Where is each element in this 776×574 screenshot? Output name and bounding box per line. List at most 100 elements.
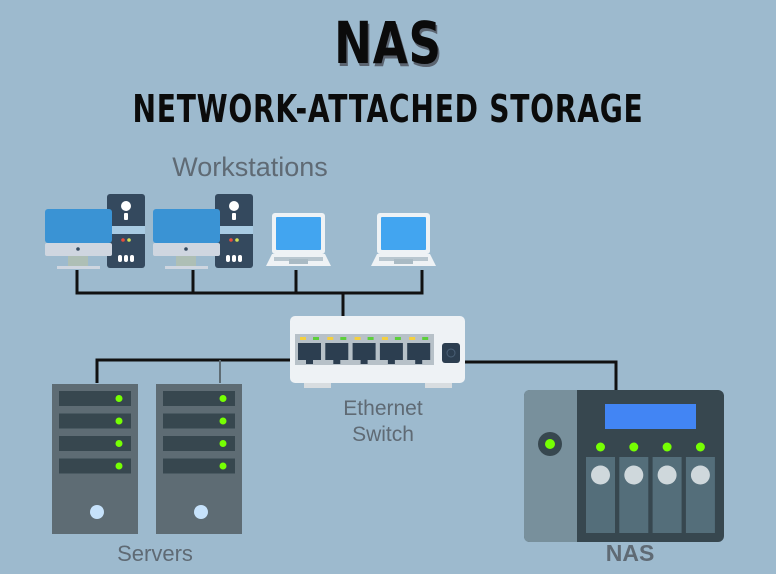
monitor-base [57,266,100,269]
tower-slot [124,213,128,220]
port-socket [325,343,349,364]
server-2[interactable] [156,384,242,534]
nas-drive-bay[interactable] [619,442,649,534]
port-led-green [340,337,347,340]
server-drive-slot [59,436,131,451]
laptop-screen [276,217,321,250]
nas-bay-handle [624,465,644,485]
page-subtitle: Network-Attached Storage [132,87,644,131]
trackpad [289,259,308,264]
nas-bay-led [695,442,705,452]
nas-bay-led [662,442,672,452]
server-drive-slot [163,436,235,451]
nas-drive-bay[interactable] [685,442,715,534]
server-led [115,462,123,470]
ethernet-switch[interactable] [290,316,465,388]
port-led-yellow [300,337,306,340]
nas-display [605,404,696,429]
port-led-green [313,337,319,340]
desktop-workstation-2[interactable] [153,194,253,269]
server-power-button[interactable] [194,505,208,519]
laptop-workstation-2[interactable] [371,213,436,266]
server-drive-slot [163,413,235,429]
monitor-screen [45,209,112,243]
nas-device[interactable] [524,390,724,542]
server-led [219,417,227,425]
vent [124,255,128,262]
monitor-dot [184,247,188,251]
ethernet-port[interactable] [379,337,403,364]
led-yellow [235,238,239,242]
port-socket [379,343,403,364]
server-led [219,395,227,402]
cable-switch-to-nas [464,360,618,390]
ethernet-port[interactable] [325,337,349,364]
monitor-stand [68,256,88,266]
tower-band [215,226,253,234]
ethernet-port[interactable] [298,337,321,364]
led-yellow [127,238,131,242]
server-power-button[interactable] [90,505,104,519]
server-led [115,417,123,425]
nas-bay-handle [591,465,610,485]
led-red [229,238,233,242]
nas-bay-handle [690,465,710,485]
server-drive-slot [59,391,131,406]
workstations-label: Workstations [172,152,328,182]
nas-drive-bay[interactable] [586,442,615,534]
cable-workstation-bus [75,270,424,295]
laptop-workstation-1[interactable] [266,213,331,266]
nas-label: NAS [605,540,655,566]
port-led-yellow [327,337,334,340]
port-led-yellow [381,337,388,340]
server-1[interactable] [52,384,138,534]
trackpad [394,259,413,264]
tower-button [229,201,239,211]
server-led [219,462,227,470]
vent [232,255,236,262]
nas-side-panel [524,390,577,542]
cable-switch-to-servers [95,358,292,383]
ethernet-port[interactable] [352,337,376,364]
switch-label-line2: Switch [352,423,414,446]
port-socket [352,343,376,364]
server-drive-slot [163,391,235,406]
servers [52,384,242,534]
server-drive-slot [163,458,235,474]
nas-bay-led [596,442,605,452]
vent [118,255,122,262]
server-drive-slot [59,413,131,429]
server-led [115,395,123,402]
monitor-screen [153,209,220,243]
tower-band [107,226,145,234]
vent [130,255,134,262]
nas-bay-handle [657,465,677,485]
nas-drive-bays [586,442,715,534]
switch-label: Ethernet Switch [318,396,448,448]
nas-bay-led [629,442,639,452]
nas-drive-bay[interactable] [652,442,682,534]
led-red [121,238,125,242]
vent [238,255,242,262]
vent [226,255,230,262]
port-socket [407,343,431,364]
power-button[interactable] [442,343,460,363]
port-socket [298,343,321,364]
switch-ports [298,337,431,364]
desktop-workstation-1[interactable] [45,194,145,269]
tower-button [121,201,131,211]
server-drive-slot [59,458,131,474]
port-led-green [394,337,401,340]
server-led [115,440,123,447]
port-led-green [422,337,429,340]
ethernet-port[interactable] [407,337,431,364]
monitor-dot [76,247,80,251]
servers-label: Servers [117,541,193,566]
nas-power-led [545,439,555,449]
switch-label-line1: Ethernet [343,397,423,420]
server-led [219,440,227,447]
power-icon [446,348,456,358]
page-title: NAS [334,9,442,77]
tower-slot [232,213,236,220]
